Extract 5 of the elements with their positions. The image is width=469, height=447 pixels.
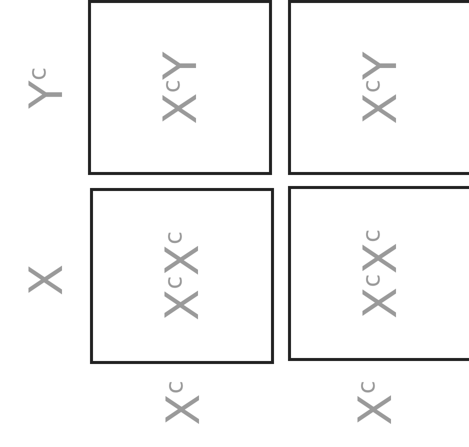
punnett-cell [90,188,274,364]
punnett-cell [288,186,469,361]
allele-label: X [23,264,69,296]
punnett-cell [88,0,272,175]
punnett-cell [288,0,469,175]
